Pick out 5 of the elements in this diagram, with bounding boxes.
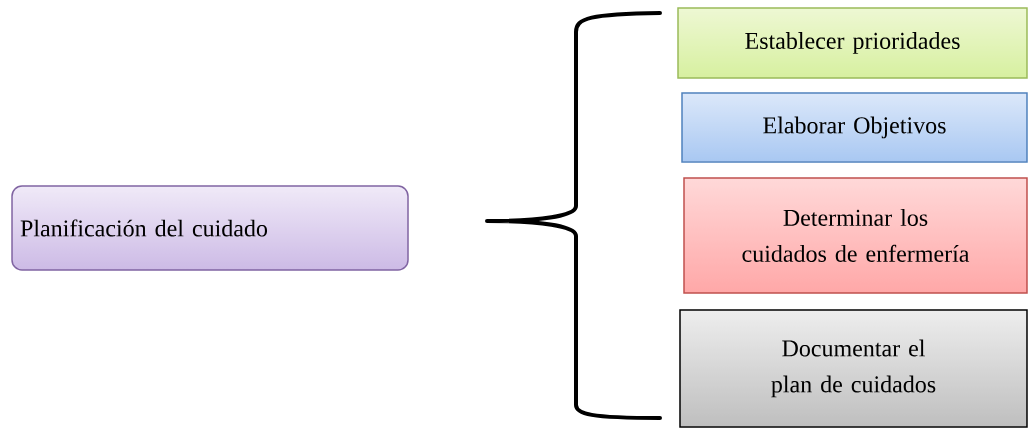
- step-box: Elaborar Objetivos: [681, 92, 1028, 163]
- process-box: Planificación del cuidado: [11, 185, 409, 271]
- step-box: Documentar el plan de cuidados: [679, 309, 1028, 428]
- step-box: Determinar los cuidados de enfermería: [683, 177, 1028, 294]
- step-box: Establecer prioridades: [677, 7, 1028, 79]
